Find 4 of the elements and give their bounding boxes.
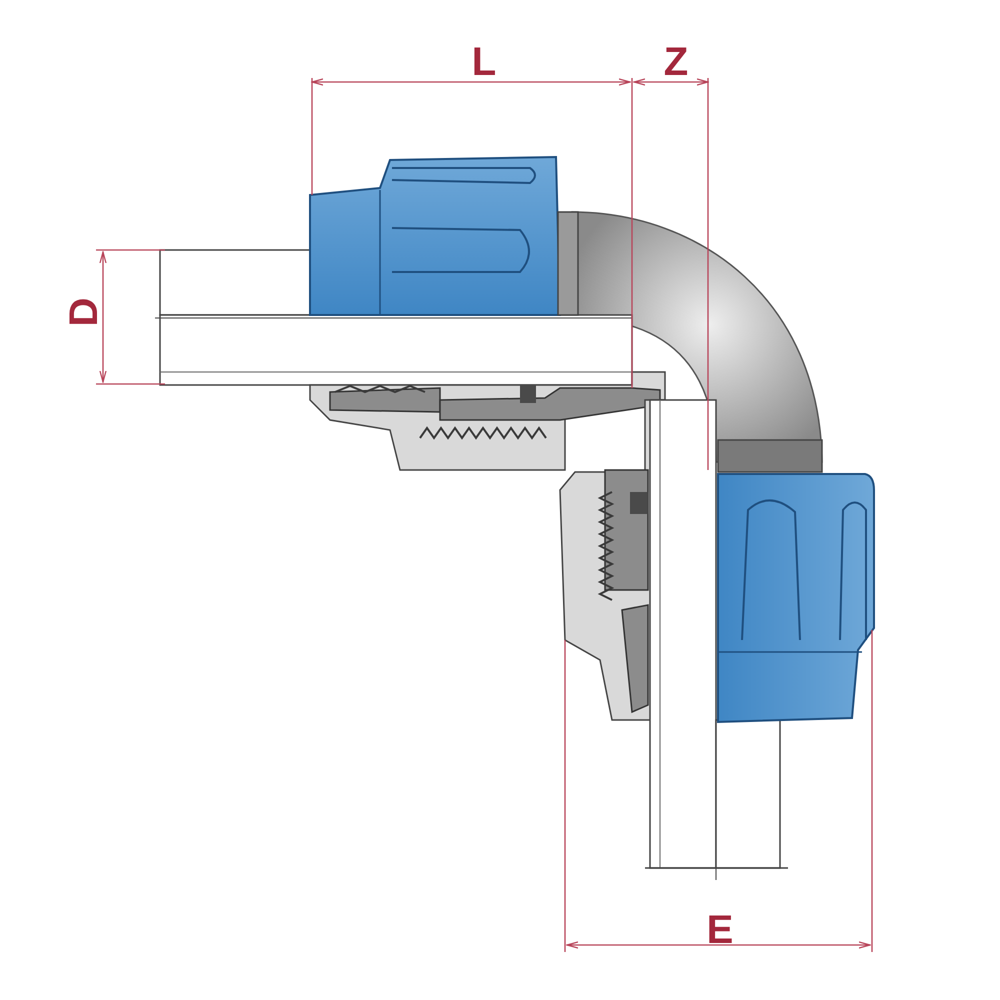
dimension-label: L (472, 42, 496, 82)
dimension-label: E (706, 910, 734, 950)
dimension-label: D (64, 298, 104, 326)
dimension-label: Z (664, 42, 688, 82)
